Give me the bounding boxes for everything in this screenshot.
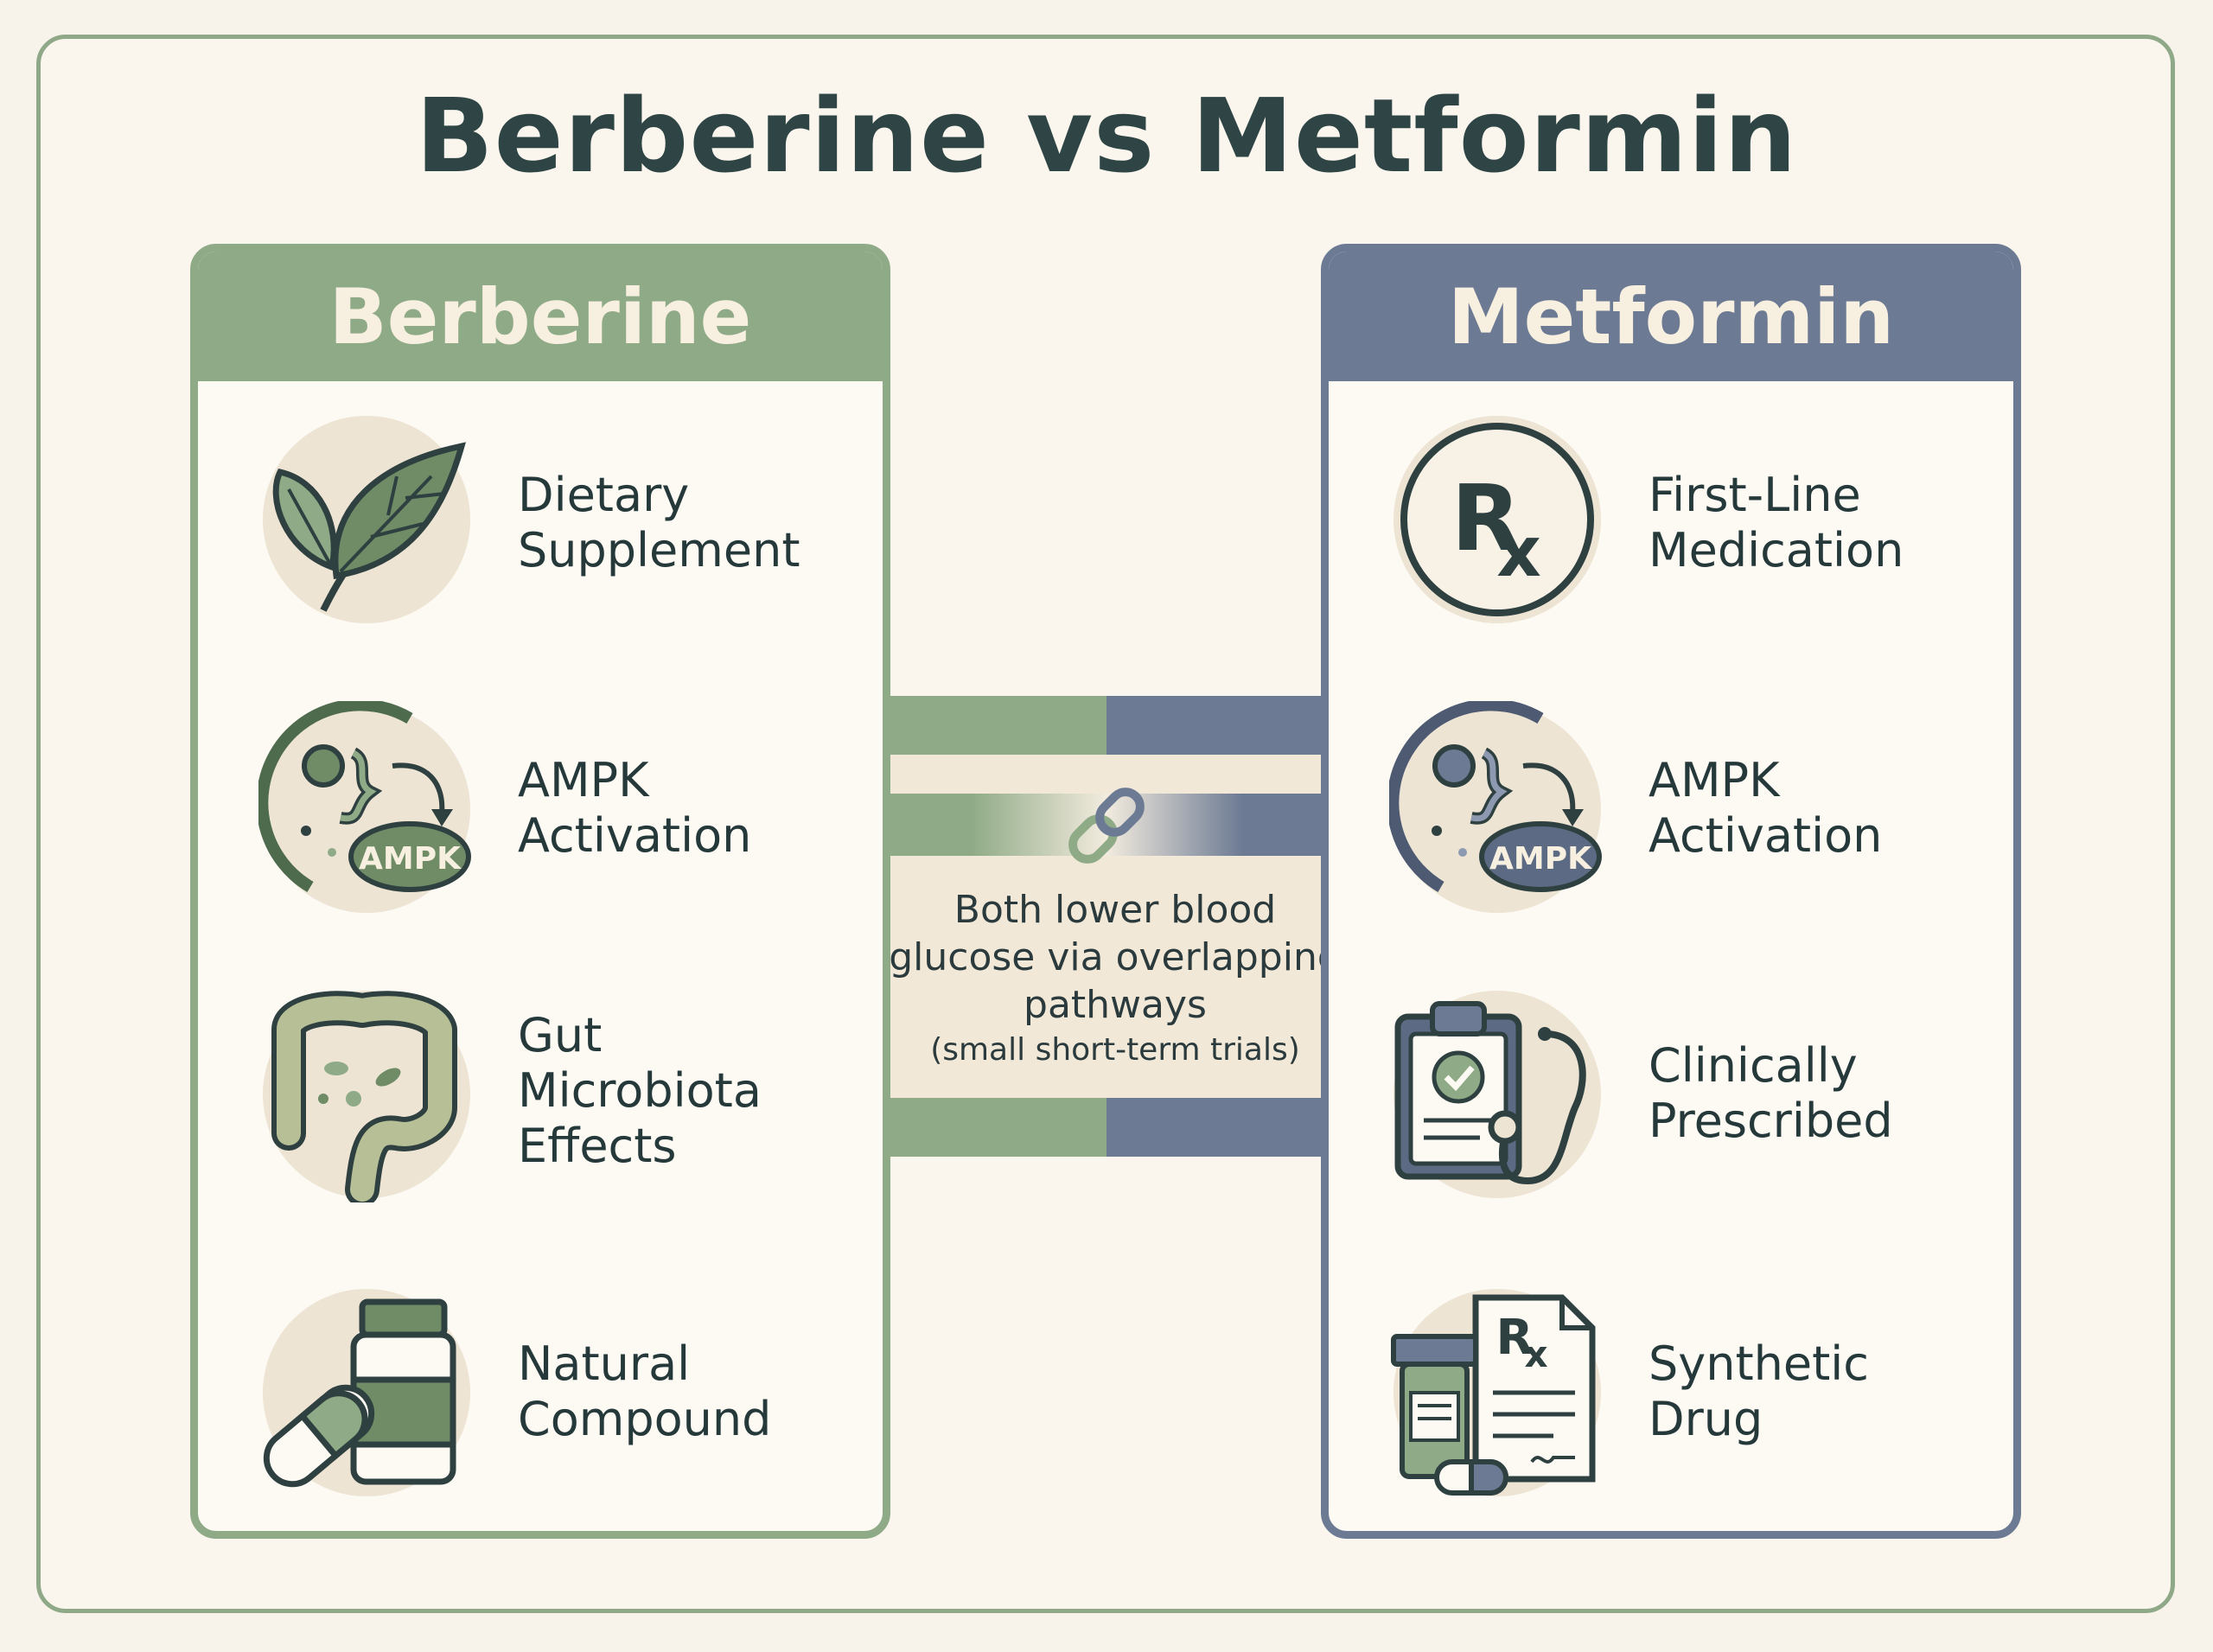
berberine-label-natural: Natural Compound <box>518 1336 772 1446</box>
ampk-badge: AMPK <box>1489 841 1592 877</box>
berberine-item-natural: Natural Compound <box>258 1285 864 1509</box>
berberine-panel: Berberine Dietary Supplement <box>190 244 890 1539</box>
bridge-bottom-right <box>1106 1098 1327 1157</box>
rx-icon: R x <box>1389 411 1605 628</box>
metformin-panel: Metformin R x First-Line Medication <box>1321 244 2021 1539</box>
ampk-cell-icon: AMPK <box>1389 701 1605 917</box>
clipboard-stethoscope-icon <box>1389 986 1605 1202</box>
metformin-item-first-line: R x First-Line Medication <box>1389 411 1994 636</box>
berberine-label-gut: Gut Microbiota Effects <box>518 1008 762 1173</box>
metformin-item-prescribed: Clinically Prescribed <box>1389 986 1994 1211</box>
shared-effect-text: Both lower blood glucose via overlapping… <box>882 886 1349 1072</box>
svg-text:R: R <box>1451 466 1521 571</box>
intestine-icon <box>258 986 475 1202</box>
leaf-icon <box>258 411 475 628</box>
bridge-top-left <box>886 696 1106 755</box>
capsule-bottle-icon <box>258 1285 475 1501</box>
shared-effect-main: Both lower blood glucose via overlapping… <box>889 888 1342 1027</box>
link-icon <box>1068 788 1145 864</box>
metformin-label-first-line: First-Line Medication <box>1649 468 1904 577</box>
svg-text:x: x <box>1496 512 1541 592</box>
svg-text:R: R <box>1496 1310 1533 1366</box>
berberine-label-supplement: Dietary Supplement <box>518 468 800 577</box>
page-title: Berberine vs Metformin <box>415 76 1798 195</box>
metformin-item-ampk: AMPK AMPK Activation <box>1389 701 1994 926</box>
berberine-item-supplement: Dietary Supplement <box>258 411 864 636</box>
ampk-cell-icon: AMPK <box>258 701 475 917</box>
metformin-header: Metformin <box>1329 252 2013 381</box>
berberine-item-ampk: AMPK AMPK Activation <box>258 701 864 926</box>
bridge-top-right <box>1106 696 1327 755</box>
bridge-bottom-left <box>886 1098 1106 1157</box>
metformin-label-prescribed: Clinically Prescribed <box>1649 1038 1893 1148</box>
ampk-badge: AMPK <box>359 841 462 877</box>
prescription-pills-icon: R x <box>1389 1285 1605 1501</box>
svg-text:x: x <box>1524 1333 1547 1375</box>
berberine-item-gut: Gut Microbiota Effects <box>258 986 864 1211</box>
shared-effect-note: (small short-term trials) <box>930 1032 1300 1068</box>
berberine-header: Berberine <box>198 252 883 381</box>
metformin-label-synthetic: Synthetic Drug <box>1649 1336 1869 1446</box>
berberine-label-ampk: AMPK Activation <box>518 753 752 863</box>
metformin-label-ampk: AMPK Activation <box>1649 753 1883 863</box>
metformin-item-synthetic: R x Synthetic Drug <box>1389 1285 1994 1509</box>
